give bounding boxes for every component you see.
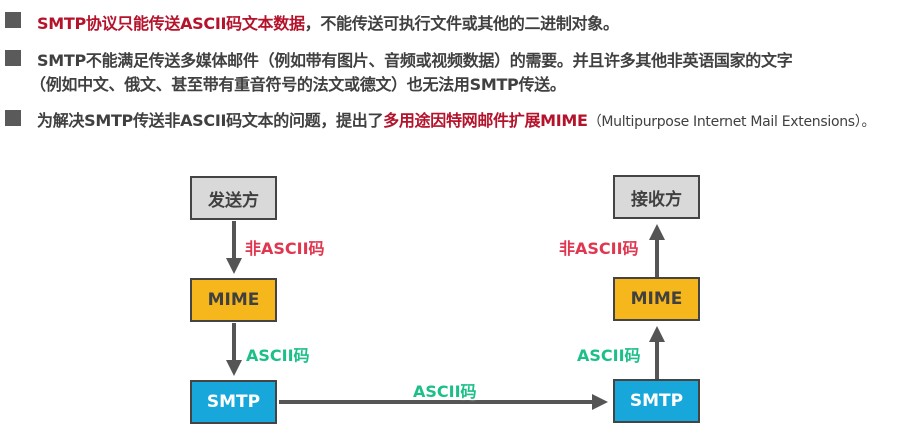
label-ascii-left: ASCII码 (246, 346, 310, 365)
label-non-ascii-right: 非ASCII码 (559, 239, 639, 258)
sender-mime-box: MIME (190, 278, 277, 322)
receiver-box: 接收方 (613, 175, 700, 219)
label-non-ascii-left: 非ASCII码 (245, 239, 325, 258)
receiver-mime-box: MIME (613, 277, 700, 321)
bullet-1-text: SMTP协议只能传送ASCII码文本数据，不能传送可执行文件或其他的二进制对象。 (37, 10, 619, 34)
sender-smtp-box: SMTP (190, 380, 277, 424)
label-ascii-right: ASCII码 (577, 346, 641, 365)
receiver-smtp-box: SMTP (613, 379, 700, 423)
body-text: （Multipurpose Internet Mail Extensions）。 (587, 114, 876, 130)
body-text: ，不能传送可执行文件或其他的二进制对象。 (304, 14, 619, 33)
bullet-square-icon (5, 50, 21, 66)
body-text: 为解决SMTP传送非ASCII码文本的问题，提出了 (37, 111, 384, 130)
bullet-square-icon (5, 12, 21, 28)
bullet-square-icon (5, 110, 21, 126)
label-ascii-middle: ASCII码 (413, 382, 477, 401)
sender-box: 发送方 (190, 176, 277, 220)
bullet-3-text: 为解决SMTP传送非ASCII码文本的问题，提出了多用途因特网邮件扩展MIME（… (37, 107, 875, 131)
highlight-text: 多用途因特网邮件扩展MIME (383, 111, 588, 130)
bullet-2-line-1: SMTP不能满足传送多媒体邮件（例如带有图片、音频或视频数据）的需要。并且许多其… (37, 51, 793, 70)
bullet-2-line-2: （例如中文、俄文、甚至带有重音符号的法文或德文）也无法用SMTP传送。 (30, 75, 566, 94)
highlight-text: SMTP协议只能传送ASCII码文本数据 (37, 14, 305, 33)
